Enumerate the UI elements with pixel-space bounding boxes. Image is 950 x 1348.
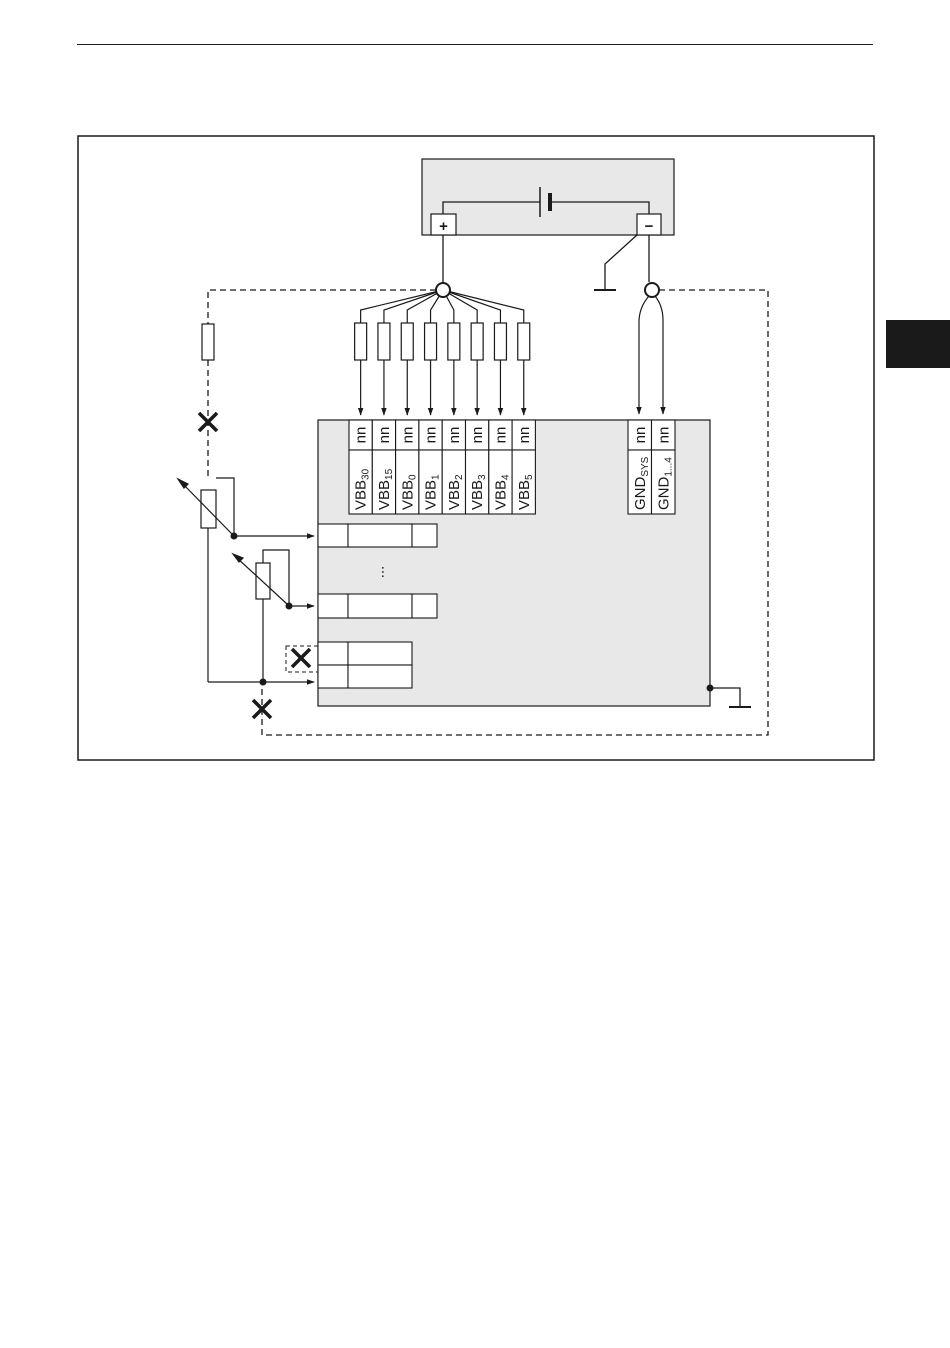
supply-pin-name-sub-2: 0 — [407, 474, 418, 480]
pot1-wiper-junction — [231, 533, 238, 540]
fuse-4 — [448, 323, 460, 360]
ground-fanout — [639, 296, 663, 414]
supply-pin-name-sub-4: 2 — [454, 474, 465, 480]
supply-pin-name-sub-1: 15 — [384, 468, 395, 480]
minus-sign: − — [645, 218, 654, 235]
fuse-0 — [355, 323, 367, 360]
fuse-5 — [471, 323, 483, 360]
supply-pin-nn-label-7: nn — [516, 427, 533, 444]
fanout-wire-7 — [443, 290, 524, 323]
ground-pin-nn-label-1: nn — [655, 427, 672, 444]
sensor-potentiometer-2 — [233, 550, 314, 682]
input-ellipsis: ... — [378, 566, 395, 579]
minus-wiring — [605, 235, 649, 289]
input-row-1 — [318, 524, 437, 547]
ground-junction — [260, 679, 267, 686]
fuse-3 — [425, 323, 437, 360]
supply-pin-name-base-5: VBB — [469, 480, 486, 510]
supply-pin-name-base-7: VBB — [516, 480, 533, 510]
shield-fuse — [202, 324, 214, 360]
fuse-2 — [401, 323, 413, 360]
supply-pin-name-base-0: VBB — [353, 480, 370, 510]
minus-distribution-node — [645, 283, 659, 297]
supply-pin-nn-label-3: nn — [423, 427, 440, 444]
supply-pin-nn-label-6: nn — [492, 427, 509, 444]
chassis-ground-bottom — [710, 688, 751, 707]
supply-pin-name-sub-7: 5 — [524, 474, 535, 480]
plus-sign: + — [439, 218, 448, 235]
fuse-1 — [378, 323, 390, 360]
ground-pin-name-sub-0: SYS — [640, 456, 651, 476]
supply-pin-nn-label-0: nn — [353, 427, 370, 444]
ground-pin-nn-label-0: nn — [632, 427, 649, 444]
housing-ground-junction — [707, 685, 714, 692]
ground-pin-name-base-1: GND — [655, 477, 672, 511]
supply-fanout — [355, 290, 530, 415]
supply-pin-nn-label-1: nn — [376, 427, 393, 444]
ground-pin-name-sub-1: 1...4 — [663, 457, 674, 477]
pot2-wiper-junction — [286, 603, 293, 610]
input-row-2 — [318, 594, 437, 618]
supply-pin-name-base-1: VBB — [376, 480, 393, 510]
ground-pin-name-base-0: GND — [632, 477, 649, 511]
supply-pin-name-base-2: VBB — [399, 480, 416, 510]
fuse-7 — [518, 323, 530, 360]
plus-distribution-node — [436, 283, 450, 297]
supply-pin-name-base-6: VBB — [492, 480, 509, 510]
supply-pin-name-base-4: VBB — [446, 480, 463, 510]
supply-pin-name-sub-6: 4 — [500, 474, 511, 480]
supply-pin-name-base-3: VBB — [423, 480, 440, 510]
supply-pin-name-sub-0: 30 — [361, 468, 372, 480]
supply-pin-nn-label-5: nn — [469, 427, 486, 444]
supply-pin-table: nnVBB30nnVBB15nnVBB0nnVBB1nnVBB2nnVBB3nn… — [349, 420, 535, 514]
supply-pin-name-sub-3: 1 — [431, 474, 442, 480]
fuse-6 — [494, 323, 506, 360]
supply-pin-nn-label-4: nn — [446, 427, 463, 444]
supply-pin-name-sub-5: 3 — [477, 474, 488, 480]
ground-input-block — [318, 642, 412, 688]
disconnect-x-input — [292, 649, 310, 667]
supply-pin-nn-label-2: nn — [399, 427, 416, 444]
